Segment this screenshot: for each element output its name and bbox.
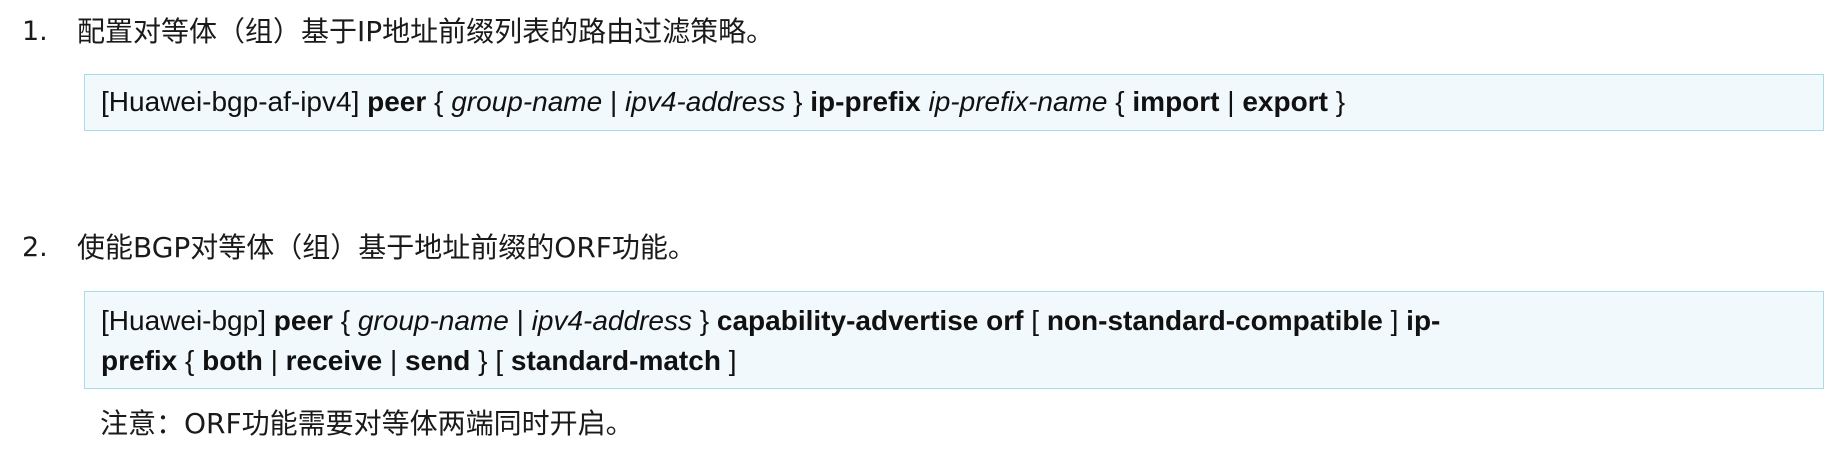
- command-parameter: group-name: [357, 305, 509, 336]
- command-text: {: [332, 305, 358, 336]
- command-text: [921, 86, 929, 117]
- command-text: }: [785, 86, 811, 117]
- command-text: |: [1219, 86, 1243, 117]
- command-text: }: [1327, 86, 1346, 117]
- command-keyword: import: [1132, 86, 1220, 117]
- command-text: |: [602, 86, 626, 117]
- command-text: ]: [1382, 305, 1407, 336]
- command-text: {: [1107, 86, 1133, 117]
- command-text: } [: [470, 345, 511, 376]
- command-parameter: ipv4-address: [531, 305, 692, 336]
- command-text: {: [426, 86, 452, 117]
- command-text: }: [691, 305, 717, 336]
- step-number: 1.: [22, 16, 48, 47]
- command-keyword: send: [405, 345, 471, 376]
- command-keyword: non-standard-compatible: [1046, 305, 1383, 336]
- command-text: [Huawei-bgp]: [101, 305, 274, 336]
- command-keyword: capability-advertise orf: [716, 305, 1024, 336]
- command-keyword: both: [202, 345, 263, 376]
- command-text: {: [177, 345, 203, 376]
- command-keyword: ip-prefix: [810, 86, 921, 117]
- command-parameter: ipv4-address: [625, 86, 786, 117]
- command-keyword: export: [1242, 86, 1328, 117]
- command-text: [Huawei-bgp-af-ipv4]: [101, 86, 368, 117]
- command-block-1: [Huawei-bgp-af-ipv4] peer { group-name |…: [84, 74, 1824, 131]
- command-parameter: ip-prefix-name: [928, 86, 1108, 117]
- command-text: |: [262, 345, 286, 376]
- command-text: ]: [720, 345, 737, 376]
- command-keyword: ip-: [1406, 305, 1441, 336]
- command-keyword: prefix: [101, 345, 178, 376]
- command-line: [Huawei-bgp-af-ipv4] peer { group-name |…: [101, 82, 1807, 122]
- command-text: |: [382, 345, 406, 376]
- command-keyword: peer: [273, 305, 333, 336]
- command-text: [: [1023, 305, 1047, 336]
- command-keyword: peer: [367, 86, 427, 117]
- step-description: 配置对等体（组）基于IP地址前缀列表的路由过滤策略。: [77, 15, 775, 48]
- step-description: 使能BGP对等体（组）基于地址前缀的ORF功能。: [77, 231, 696, 264]
- command-keyword: standard-match: [510, 345, 721, 376]
- command-parameter: group-name: [451, 86, 603, 117]
- step-number: 2.: [22, 232, 48, 263]
- command-line: [Huawei-bgp] peer { group-name | ipv4-ad…: [101, 301, 1807, 341]
- command-keyword: receive: [285, 345, 383, 376]
- command-line: prefix { both | receive | send } [ stand…: [101, 341, 1807, 381]
- note-text: 注意：ORF功能需要对等体两端同时开启。: [100, 407, 634, 440]
- command-block-2: [Huawei-bgp] peer { group-name | ipv4-ad…: [84, 291, 1824, 389]
- command-text: |: [508, 305, 532, 336]
